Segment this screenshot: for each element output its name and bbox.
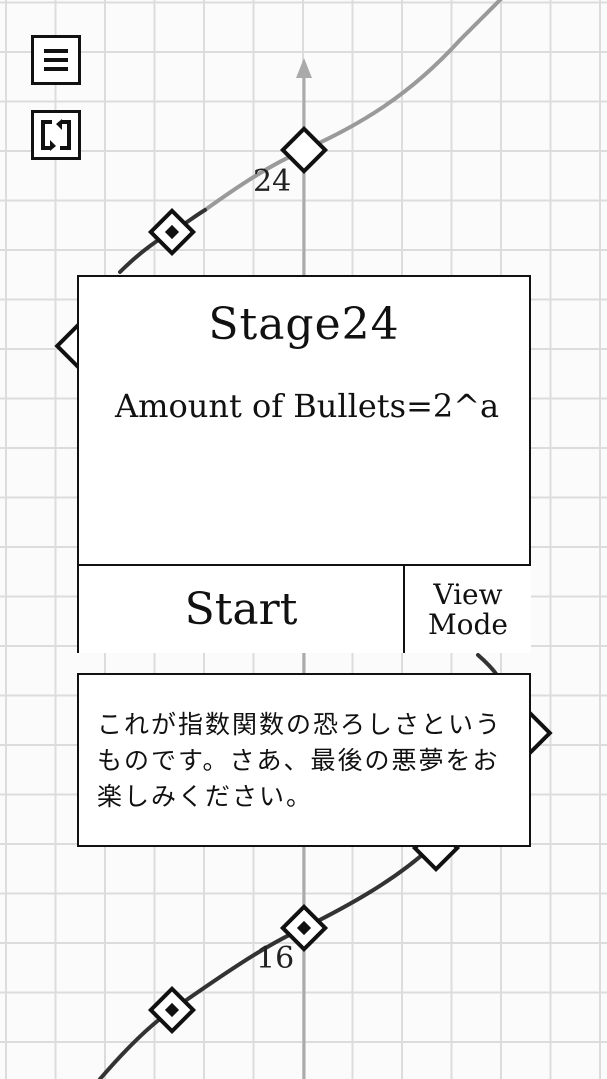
swap-icon	[41, 119, 71, 151]
curve-lower-dark	[98, 846, 432, 1079]
message-panel: これが指数関数の恐ろしさというものです。さあ、最後の悪夢をお楽しみください。	[77, 673, 531, 847]
curve-upper-light	[203, 0, 503, 212]
menu-icon	[44, 49, 68, 71]
stage-formula: Amount of Bullets=2^a	[115, 387, 500, 425]
stage-number-label: 24	[253, 164, 292, 199]
stage-title: Stage24	[208, 299, 400, 350]
stage-marker	[279, 125, 329, 175]
stage-marker	[279, 903, 329, 953]
stage-number-label: 16	[256, 941, 295, 976]
menu-button[interactable]	[31, 35, 81, 85]
axis-arrow	[296, 58, 312, 78]
curve-mid-dark	[476, 653, 499, 677]
start-button[interactable]: Start	[79, 564, 405, 653]
stage-panel: Stage24 Amount of Bullets=2^a Start View…	[77, 275, 531, 653]
swap-button[interactable]	[31, 110, 81, 160]
view-mode-button[interactable]: View Mode	[405, 564, 531, 653]
stage-marker	[147, 985, 197, 1035]
stage-marker	[147, 207, 197, 257]
message-text: これが指数関数の恐ろしさというものです。さあ、最後の悪夢をお楽しみください。	[97, 710, 503, 811]
function-curve	[98, 0, 503, 1079]
